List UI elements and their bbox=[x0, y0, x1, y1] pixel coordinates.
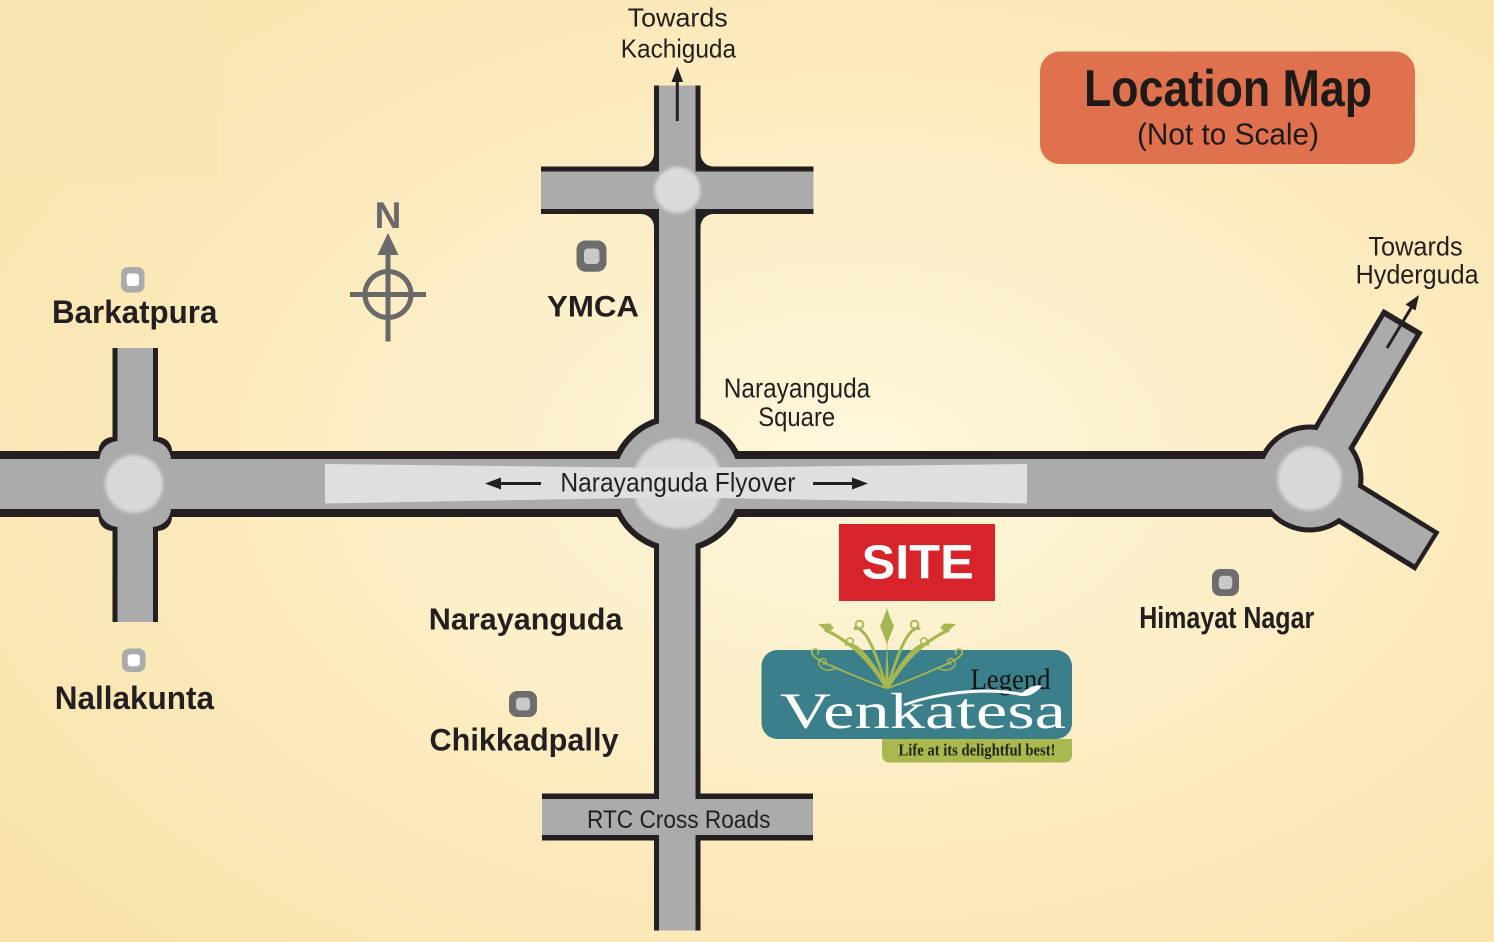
svg-text:Kachiguda: Kachiguda bbox=[621, 34, 737, 64]
svg-text:Towards: Towards bbox=[628, 3, 728, 33]
svg-text:Towards: Towards bbox=[1368, 231, 1462, 261]
svg-text:Narayanguda: Narayanguda bbox=[429, 602, 623, 637]
svg-text:RTC Cross Roads: RTC Cross Roads bbox=[587, 806, 770, 834]
svg-text:SITE: SITE bbox=[862, 536, 974, 590]
svg-text:YMCA: YMCA bbox=[547, 291, 639, 324]
svg-text:Chikkadpally: Chikkadpally bbox=[430, 722, 619, 758]
svg-text:Square: Square bbox=[758, 402, 835, 432]
svg-text:Nallakunta: Nallakunta bbox=[55, 680, 215, 716]
svg-text:Life at its delightful best!: Life at its delightful best! bbox=[899, 741, 1056, 760]
svg-text:Barkatpura: Barkatpura bbox=[52, 294, 218, 330]
svg-text:Location Map: Location Map bbox=[1084, 60, 1372, 118]
svg-text:Hyderguda: Hyderguda bbox=[1356, 260, 1480, 290]
svg-text:N: N bbox=[375, 195, 402, 236]
svg-text:(Not to Scale): (Not to Scale) bbox=[1137, 118, 1319, 152]
svg-text:Narayanguda: Narayanguda bbox=[724, 373, 871, 404]
svg-text:Himayat Nagar: Himayat Nagar bbox=[1139, 600, 1314, 635]
svg-text:Narayanguda Flyover: Narayanguda Flyover bbox=[560, 468, 795, 498]
